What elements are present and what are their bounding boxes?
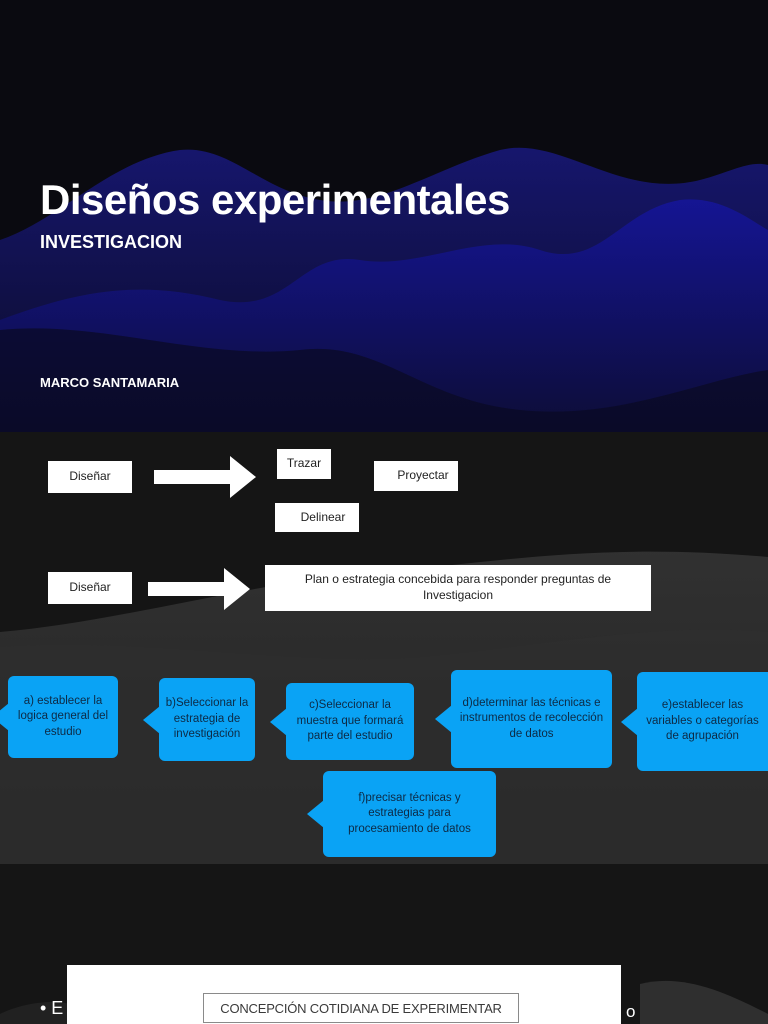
design-box-2: Diseñar	[48, 572, 132, 604]
concept-caption: CONCEPCIÓN COTIDIANA DE EXPERIMENTAR	[203, 993, 519, 1023]
presentation-title: Diseños experimentales	[40, 176, 510, 223]
step-callout-c: c)Seleccionar la muestra que formará par…	[270, 683, 414, 760]
step-callout-a: a) establecer la logica general del estu…	[0, 676, 118, 758]
diagram-slide: Diseñar Trazar Proyectar Delinear Diseña…	[0, 432, 768, 864]
design-box-1: Diseñar	[48, 461, 132, 493]
dark-wave-background	[0, 980, 768, 1024]
presentation-subtitle: INVESTIGACION	[40, 232, 183, 252]
right-arrow-icon	[148, 568, 250, 610]
synonym-proyectar: Proyectar	[374, 461, 458, 491]
step-callout-e: e)establecer las variables o categorías …	[621, 672, 768, 771]
title-slide: Diseños experimentales INVESTIGACION MAR…	[0, 0, 768, 432]
author-name: MARCO SANTAMARIA	[40, 375, 180, 390]
wave-background	[0, 147, 768, 432]
step-callout-d: d)determinar las técnicas e instrumentos…	[435, 670, 612, 768]
bullet-text-start: • E	[40, 998, 64, 1018]
step-callout-f: f)precisar técnicas y estrategias para p…	[307, 771, 496, 857]
synonym-trazar: Trazar	[277, 449, 331, 479]
bullet-text-end: o	[626, 1002, 636, 1021]
step-callout-b: b)Seleccionar la estrategia de investiga…	[143, 678, 255, 761]
right-arrow-icon	[154, 456, 256, 498]
concept-slide: • E CONCEPCIÓN COTIDIANA DE EXPERIMENTAR…	[0, 864, 768, 1024]
concept-image: CONCEPCIÓN COTIDIANA DE EXPERIMENTAR	[67, 965, 621, 1024]
definition-box: Plan o estrategia concebida para respond…	[265, 565, 651, 611]
synonym-delinear: Delinear	[275, 503, 359, 532]
